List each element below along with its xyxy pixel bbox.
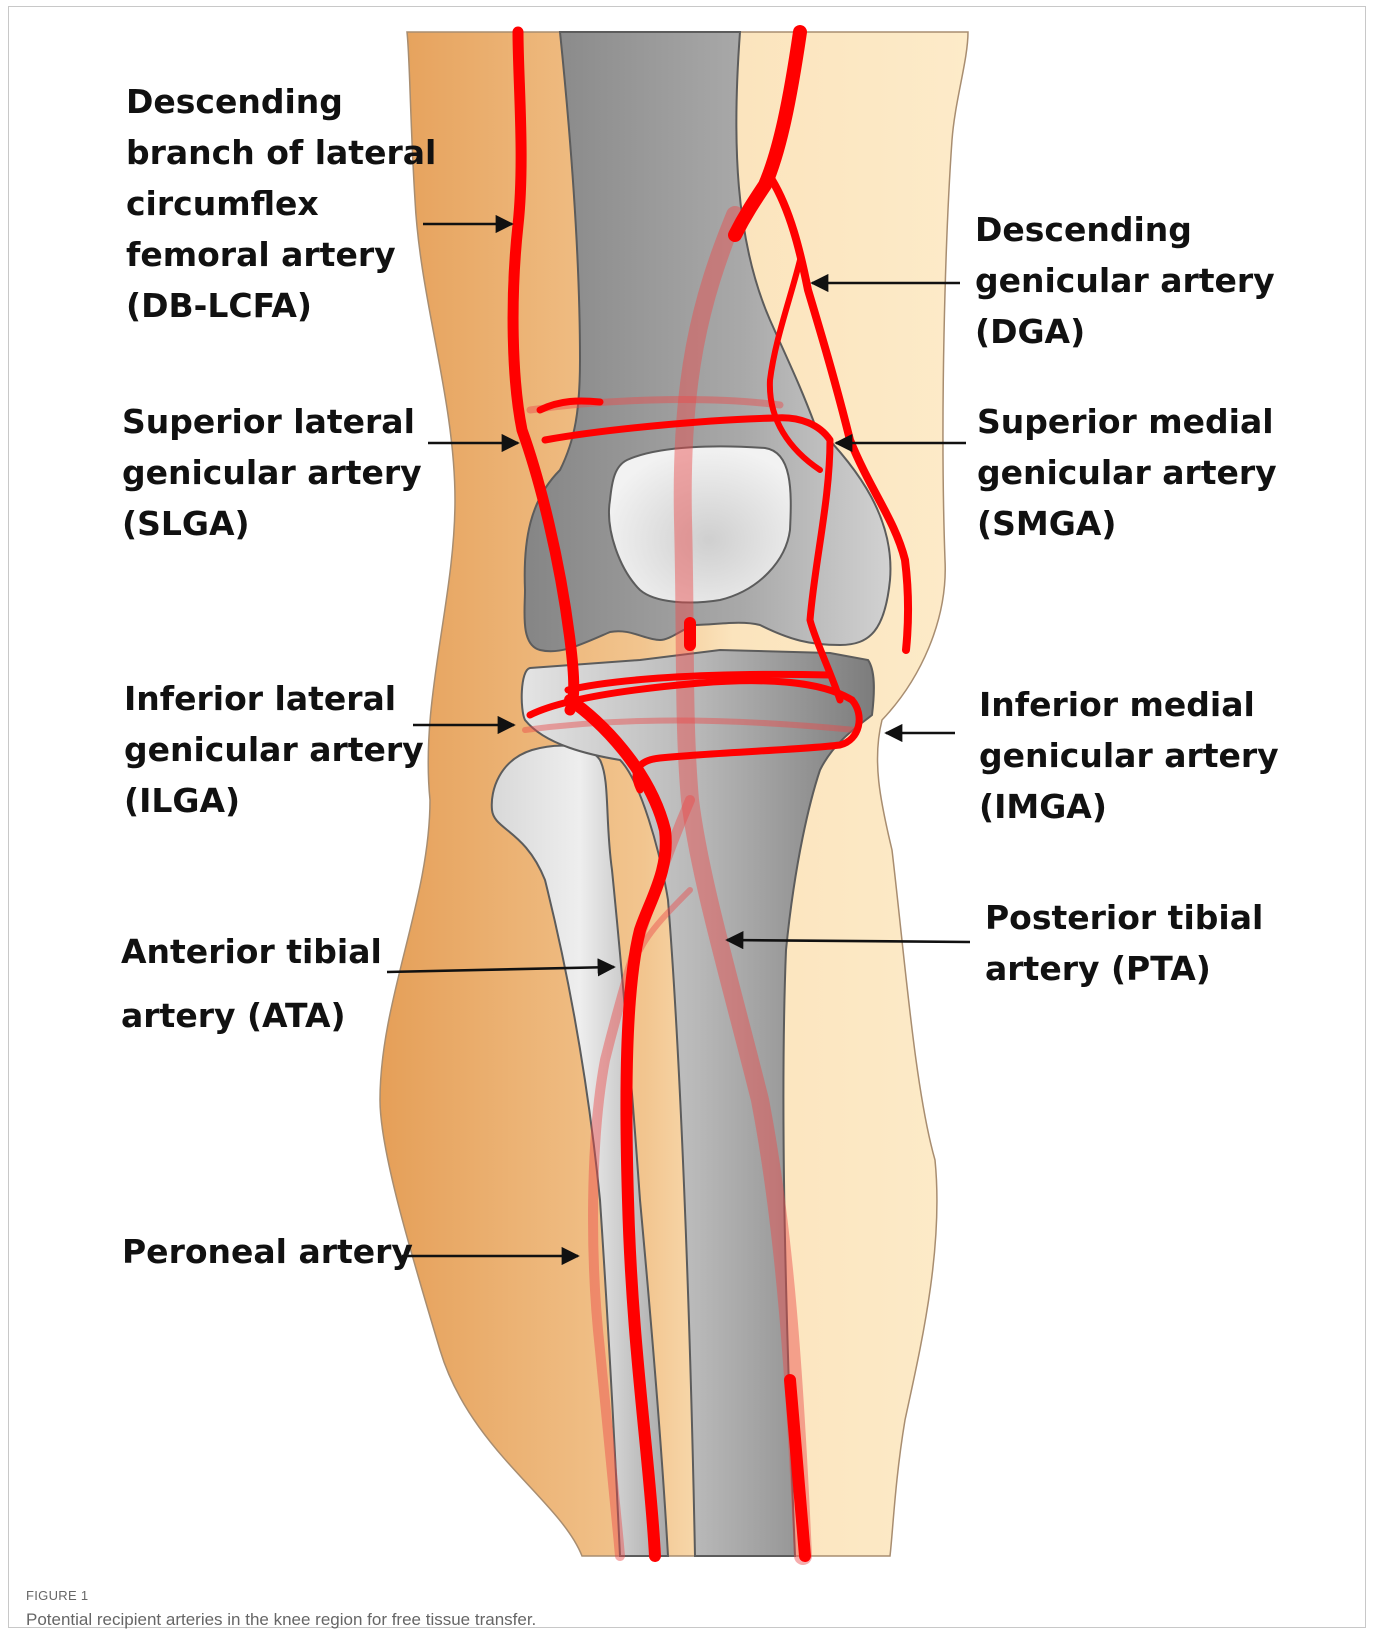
label-dga-line-2: genicular artery (975, 255, 1275, 306)
label-smga: Superior medial genicular artery (SMGA) (977, 396, 1277, 549)
figure-number: FIGURE 1 (26, 1588, 88, 1603)
label-smga-line-1: Superior medial (977, 396, 1277, 447)
label-slga-line-2: genicular artery (122, 447, 422, 498)
label-pta: Posterior tibial artery (PTA) (985, 892, 1263, 994)
label-imga-line-1: Inferior medial (979, 679, 1279, 730)
label-ilga: Inferior lateral genicular artery (ILGA) (124, 673, 424, 826)
label-slga: Superior lateral genicular artery (SLGA) (122, 396, 422, 549)
label-db-lcfa-line-3: circumflex (126, 178, 436, 229)
label-dga-line-1: Descending (975, 204, 1275, 255)
label-ata-line-1: Anterior tibial (121, 920, 382, 984)
label-ilga-line-1: Inferior lateral (124, 673, 424, 724)
label-dga-line-3: (DGA) (975, 306, 1275, 357)
label-slga-line-3: (SLGA) (122, 498, 422, 549)
label-ilga-line-3: (ILGA) (124, 775, 424, 826)
label-imga: Inferior medial genicular artery (IMGA) (979, 679, 1279, 832)
label-peroneal-line-1: Peroneal artery (122, 1226, 413, 1277)
label-db-lcfa-line-5: (DB-LCFA) (126, 280, 436, 331)
label-ata: Anterior tibial artery (ATA) (121, 920, 382, 1048)
label-dga: Descending genicular artery (DGA) (975, 204, 1275, 357)
label-ilga-line-2: genicular artery (124, 724, 424, 775)
label-smga-line-3: (SMGA) (977, 498, 1277, 549)
label-slga-line-1: Superior lateral (122, 396, 422, 447)
label-imga-line-3: (IMGA) (979, 781, 1279, 832)
label-imga-line-2: genicular artery (979, 730, 1279, 781)
label-ata-line-2: artery (ATA) (121, 984, 382, 1048)
label-pta-line-1: Posterior tibial (985, 892, 1263, 943)
label-peroneal: Peroneal artery (122, 1226, 413, 1277)
label-pta-line-2: artery (PTA) (985, 943, 1263, 994)
label-db-lcfa: Descending branch of lateral circumflex … (126, 76, 436, 331)
figure-caption: Potential recipient arteries in the knee… (26, 1610, 536, 1630)
label-db-lcfa-line-2: branch of lateral (126, 127, 436, 178)
label-db-lcfa-line-1: Descending (126, 76, 436, 127)
label-db-lcfa-line-4: femoral artery (126, 229, 436, 280)
label-smga-line-2: genicular artery (977, 447, 1277, 498)
